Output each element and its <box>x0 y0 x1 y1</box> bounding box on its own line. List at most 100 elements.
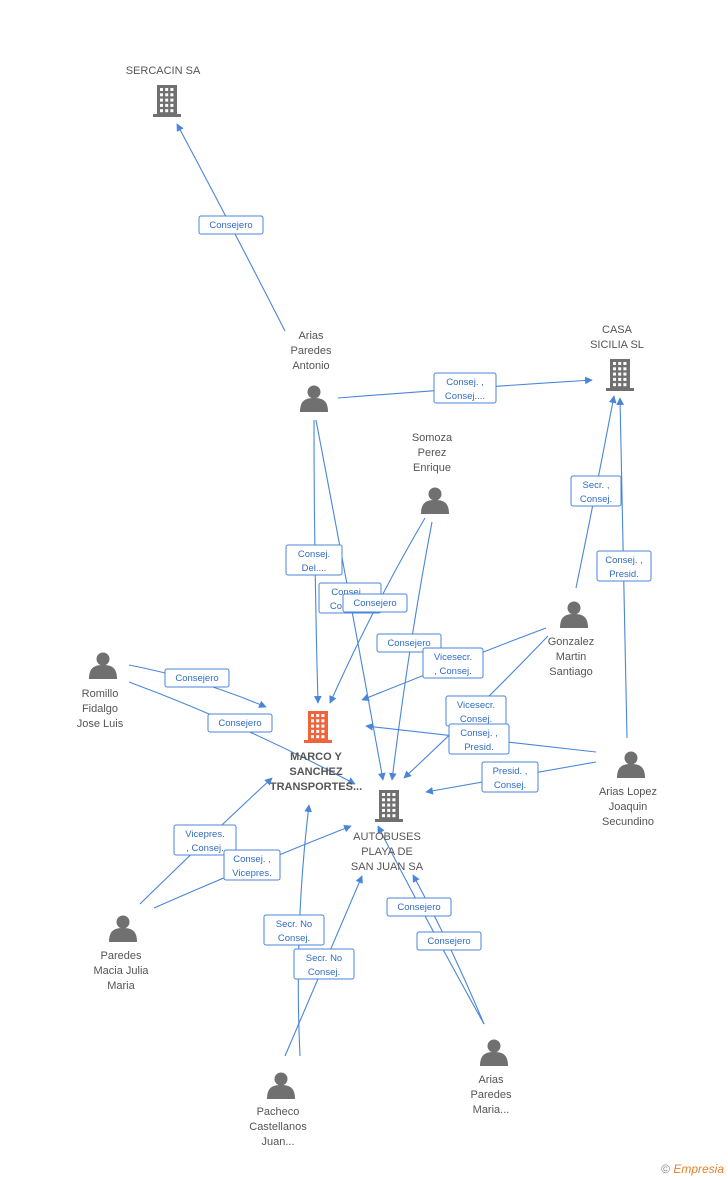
node-label-line: Paredes <box>471 1089 512 1101</box>
edge-label-box <box>448 723 510 755</box>
building-icon <box>606 359 634 391</box>
edge-label-somoza-to-marco[interactable]: Consejero <box>342 593 408 613</box>
node-label-line: Jose Luis <box>77 718 124 730</box>
node-label-line: Somoza <box>412 432 453 444</box>
node-label-line: TRANSPORTES... <box>270 781 362 793</box>
node-pacheco[interactable]: PachecoCastellanosJuan... <box>249 1072 307 1149</box>
node-label-line: Juan... <box>261 1136 294 1148</box>
edge-label-box <box>198 215 264 235</box>
node-label-line: SANCHEZ <box>289 766 342 778</box>
edge-label-box <box>293 948 355 980</box>
edge-label-gonzalez-to-autobuses[interactable]: Vicesecr. Consej. <box>445 695 507 727</box>
edge-label-ariaslopez-to-marco[interactable]: Consej. ,Presid. <box>448 723 510 755</box>
person-icon <box>421 487 449 514</box>
building-icon <box>153 85 181 117</box>
node-label-line: Antonio <box>292 360 329 372</box>
edge-label-text: Consejero <box>218 718 261 729</box>
edge-label-gonzalez-to-casasicilia[interactable]: Secr. , Consej. <box>570 475 622 507</box>
edge-label-ariasmaria-to-marco[interactable]: Consejero <box>386 897 452 917</box>
edge-label-text: Vicesecr. <box>457 700 495 711</box>
node-label-line: Arias <box>478 1074 504 1086</box>
person-icon <box>560 601 588 628</box>
edge-label-text: Consej. <box>494 780 526 791</box>
node-label-line: Arias <box>298 330 324 342</box>
person-icon <box>480 1039 508 1066</box>
edge-label-text: Del.... <box>302 563 327 574</box>
edge-label-text: Consej. <box>580 494 612 505</box>
edge-label-ariasantonio-to-sercacin[interactable]: Consejero <box>198 215 264 235</box>
node-label-line: Gonzalez <box>548 636 594 648</box>
edge-label-text: Consej. <box>460 714 492 725</box>
edge-label-text: Secr. No <box>306 953 342 964</box>
edge-label-text: Consej. <box>298 549 330 560</box>
node-sercacin[interactable]: SERCACIN SA <box>126 65 201 117</box>
edge-label-ariasantonio-to-marco[interactable]: Consej. Del.... <box>285 544 343 576</box>
edge-label-box <box>570 475 622 507</box>
edge-label-box <box>207 713 273 733</box>
edge-label-ariasantonio-to-casasicilia[interactable]: Consej. , Consej.... <box>433 372 497 404</box>
edge-label-text: Consej.... <box>445 391 485 402</box>
node-label-line: Joaquin <box>609 801 648 813</box>
edge-label-ariaslopez-to-autobuses[interactable]: Presid. , Consej. <box>481 761 539 793</box>
node-label-line: Paredes <box>101 950 142 962</box>
edge-label-romillo-to-autobuses[interactable]: Consejero <box>207 713 273 733</box>
edge-label-box <box>173 824 237 856</box>
edge-label-ariaslopez-to-casasicilia[interactable]: Consej. ,Presid. <box>596 550 652 582</box>
node-label-line: SICILIA SL <box>590 339 644 351</box>
edge-label-text: Consejero <box>175 673 218 684</box>
edge-label-text: Secr. , <box>583 480 610 491</box>
node-label-line: Fidalgo <box>82 703 118 715</box>
edge-label-text: Consejero <box>387 638 430 649</box>
edge-label-box <box>433 372 497 404</box>
edge-label-text: Consej. , <box>446 377 484 388</box>
edge-label-text: Vicepres. <box>185 829 224 840</box>
brand-name: Empresia <box>673 1162 724 1176</box>
edge-label-paredesmacia-to-marco[interactable]: Vicepres. , Consej. <box>173 824 237 856</box>
node-label-line: Pacheco <box>257 1106 300 1118</box>
edge-label-box <box>596 550 652 582</box>
copyright-symbol: © <box>661 1162 670 1176</box>
edge-label-ariasmaria-to-autobuses[interactable]: Consejero <box>416 931 482 951</box>
edge-label-text: Presid. <box>464 742 494 753</box>
edge-label-box <box>342 593 408 613</box>
building-icon <box>304 711 332 743</box>
edge-label-text: , Consej. <box>434 666 472 677</box>
node-label-line: Paredes <box>291 345 332 357</box>
node-label-line: Santiago <box>549 666 592 678</box>
building-icon <box>375 790 403 822</box>
node-ariasmaria[interactable]: AriasParedesMaria... <box>471 1039 512 1117</box>
node-label-line: Arias Lopez <box>599 786 657 798</box>
edge-label-text: Consejero <box>353 598 396 609</box>
node-marco[interactable]: MARCO Y SANCHEZ TRANSPORTES... <box>270 711 362 793</box>
node-label-line: MARCO Y <box>290 751 342 763</box>
edge-label-text: , Consej. <box>186 843 224 854</box>
person-icon <box>89 652 117 679</box>
edge-label-gonzalez-to-marco[interactable]: Vicesecr., Consej. <box>422 647 484 679</box>
edge-label-pacheco-to-autobuses[interactable]: Secr. No Consej. <box>293 948 355 980</box>
person-icon <box>267 1072 295 1099</box>
edge-label-box <box>386 897 452 917</box>
edge-label-paredesmacia-to-autobuses[interactable]: Consej. ,Vicepres. <box>223 849 281 881</box>
edge-label-box <box>422 647 484 679</box>
node-label-line: Castellanos <box>249 1121 307 1133</box>
edge-label-text: Consej. , <box>331 587 369 598</box>
person-icon <box>109 915 137 942</box>
node-label-line: Macia Julia <box>93 965 149 977</box>
edge-label-text: Consej. <box>308 967 340 978</box>
edge-label-text: Presid. , <box>493 766 528 777</box>
brand-watermark[interactable]: © Empresia <box>661 1162 724 1176</box>
edge-label-text: Presid. <box>609 569 639 580</box>
edge-label-text: Consejero <box>397 902 440 913</box>
node-label-line: Perez <box>418 447 447 459</box>
edge-label-romillo-to-marco[interactable]: Consejero <box>164 668 230 688</box>
